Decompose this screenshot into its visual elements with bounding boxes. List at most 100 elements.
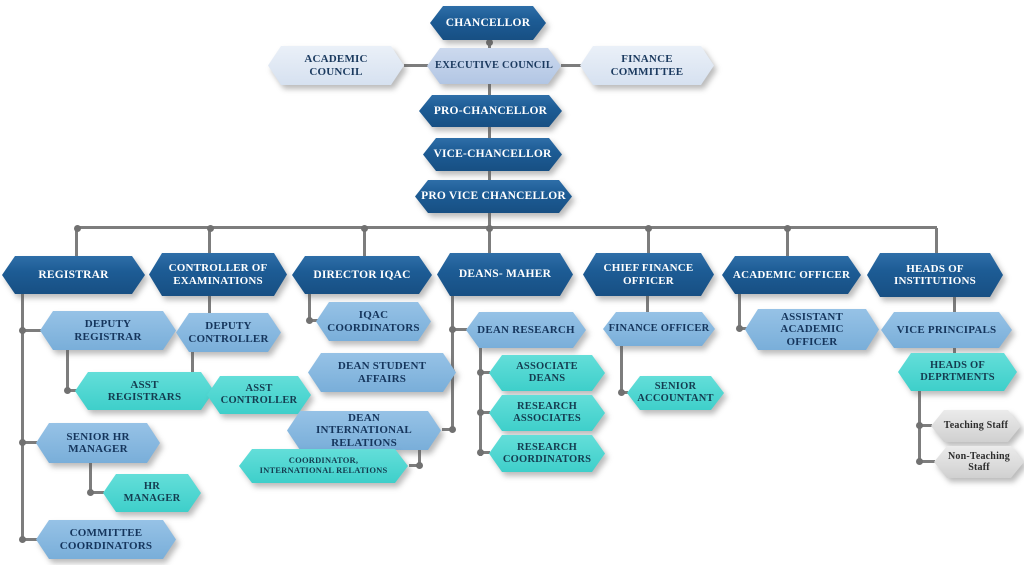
connector-line — [786, 228, 789, 258]
connector-line — [208, 294, 211, 314]
node-iqac-coordinators: IQAC COORDINATORS — [316, 302, 431, 341]
connector-line — [23, 329, 41, 332]
junction-dot — [916, 422, 923, 429]
academic-council-label: ACADEMIC COUNCIL — [304, 53, 368, 78]
hexagon-shape: COMMITTEE COORDINATORS — [36, 520, 176, 559]
connector-line — [404, 64, 428, 67]
node-academic-council: ACADEMIC COUNCIL — [268, 46, 404, 85]
node-registrar: REGISTRAR — [2, 256, 145, 294]
deputy-controller-label: DEPUTY CONTROLLER — [188, 320, 269, 345]
hexagon-shape: VICE-CHANCELLOR — [423, 138, 562, 171]
connector-line — [479, 346, 482, 456]
hexagon-shape: ASSOCIATE DEANS — [489, 355, 605, 391]
coordinator-international-relations-label: COORDINATOR, INTERNATIONAL RELATIONS — [259, 455, 388, 475]
hexagon-shape: DEAN INTERNATIONAL RELATIONS — [287, 411, 441, 450]
hexagon-shape: COORDINATOR, INTERNATIONAL RELATIONS — [239, 449, 408, 483]
pro-vice-chancellor-label: PRO VICE CHANCELLOR — [421, 190, 566, 202]
dean-research-label: DEAN RESEARCH — [477, 323, 575, 336]
hexagon-shape: PRO-CHANCELLOR — [419, 95, 562, 127]
node-coordinator-international-relations: COORDINATOR, INTERNATIONAL RELATIONS — [239, 449, 408, 483]
connector-line — [920, 460, 935, 463]
node-associate-deans: ASSOCIATE DEANS — [489, 355, 605, 391]
node-chancellor: CHANCELLOR — [430, 6, 546, 40]
hexagon-shape: DEAN RESEARCH — [466, 312, 586, 348]
director-iqac-label: DIRECTOR IQAC — [313, 268, 411, 281]
asst-controller-label: ASST CONTROLLER — [220, 383, 298, 406]
hexagon-shape: PRO VICE CHANCELLOR — [415, 180, 572, 213]
hexagon-shape: DEPUTY CONTROLLER — [176, 313, 281, 352]
junction-dot — [486, 225, 493, 232]
junction-dot — [306, 317, 313, 324]
node-non-teaching-staff: Non-Teaching Staff — [934, 446, 1024, 478]
node-deputy-registrar: DEPUTY REGISTRAR — [40, 311, 176, 350]
junction-dot — [477, 369, 484, 376]
registrar-label: REGISTRAR — [38, 268, 109, 281]
junction-dot — [19, 536, 26, 543]
non-teaching-staff-label: Non-Teaching Staff — [947, 450, 1011, 473]
connector-line — [409, 464, 419, 467]
node-finance-officer: FINANCE OFFICER — [603, 312, 715, 346]
heads-departments-label: HEADS OF DEPRTMENTS — [920, 360, 995, 383]
junction-dot — [618, 389, 625, 396]
executive-council-label: EXECUTIVE COUNCIL — [434, 60, 554, 72]
connector-line — [76, 226, 937, 229]
node-finance-committee: FINANCE COMMITTEE — [580, 46, 714, 85]
node-vice-chancellor: VICE-CHANCELLOR — [423, 138, 562, 171]
connector-line — [953, 295, 956, 313]
connector-line — [68, 389, 77, 392]
senior-hr-manager-label: SENIOR HR MANAGER — [66, 430, 130, 455]
dean-international-relations-label: DEAN INTERNATIONAL RELATIONS — [316, 411, 412, 449]
junction-dot — [19, 327, 26, 334]
chancellor-label: CHANCELLOR — [445, 16, 531, 29]
node-pro-chancellor: PRO-CHANCELLOR — [419, 95, 562, 127]
node-deputy-controller: DEPUTY CONTROLLER — [176, 313, 281, 352]
node-deans-maher: DEANS- MAHER — [437, 253, 573, 296]
vice-principals-label: VICE PRINCIPALS — [896, 323, 997, 336]
connector-line — [488, 211, 491, 255]
connector-line — [481, 451, 490, 454]
hexagon-shape: ASST REGISTRARS — [75, 372, 214, 410]
connector-line — [89, 461, 92, 493]
hexagon-shape: ACADEMIC COUNCIL — [268, 46, 404, 85]
connector-line — [953, 346, 956, 354]
hexagon-shape: HR MANAGER — [103, 474, 201, 512]
connector-line — [920, 424, 932, 427]
node-pro-vice-chancellor: PRO VICE CHANCELLOR — [415, 180, 572, 213]
hexagon-shape: SENIOR HR MANAGER — [36, 423, 160, 463]
node-asst-controller: ASST CONTROLLER — [207, 376, 311, 414]
connector-line — [66, 348, 69, 392]
junction-dot — [645, 225, 652, 232]
connector-line — [442, 428, 452, 431]
node-vice-principals: VICE PRINCIPALS — [881, 312, 1012, 348]
connector-line — [488, 170, 491, 181]
hexagon-shape: CHIEF FINANCE OFFICER — [583, 253, 714, 296]
junction-dot — [207, 225, 214, 232]
connector-line — [561, 64, 581, 67]
node-chief-finance-officer: CHIEF FINANCE OFFICER — [583, 253, 714, 296]
junction-dot — [916, 458, 923, 465]
hexagon-shape: CONTROLLER OF EXAMINATIONS — [149, 253, 287, 296]
hexagon-shape: DEAN STUDENT AFFAIRS — [308, 353, 456, 392]
iqac-coordinators-label: IQAC COORDINATORS — [327, 309, 420, 334]
finance-committee-label: FINANCE COMMITTEE — [610, 53, 684, 78]
connector-line — [646, 294, 649, 313]
node-dean-research: DEAN RESEARCH — [466, 312, 586, 348]
hexagon-shape: ASST CONTROLLER — [207, 376, 311, 414]
connector-line — [308, 292, 311, 321]
junction-dot — [477, 409, 484, 416]
node-research-coordinators: RESEARCH COORDINATORS — [489, 435, 605, 472]
node-senior-accountant: SENIOR ACCOUNTANT — [627, 376, 724, 410]
hexagon-shape: FINANCE COMMITTEE — [580, 46, 714, 85]
deputy-registrar-label: DEPUTY REGISTRAR — [74, 318, 142, 343]
connector-line — [23, 538, 37, 541]
hexagon-shape: DEPUTY REGISTRAR — [40, 311, 176, 350]
hexagon-shape: DEANS- MAHER — [437, 253, 573, 296]
junction-dot — [64, 387, 71, 394]
hexagon-shape: ASSISTANT ACADEMIC OFFICER — [745, 309, 879, 350]
hexagon-shape: EXECUTIVE COUNCIL — [427, 48, 561, 84]
junction-dot — [19, 439, 26, 446]
hexagon-shape: REGISTRAR — [2, 256, 145, 294]
hexagon-shape: DIRECTOR IQAC — [292, 256, 432, 294]
junction-dot — [74, 225, 81, 232]
node-heads-institutions: HEADS OF INSTITUTIONS — [867, 253, 1003, 297]
